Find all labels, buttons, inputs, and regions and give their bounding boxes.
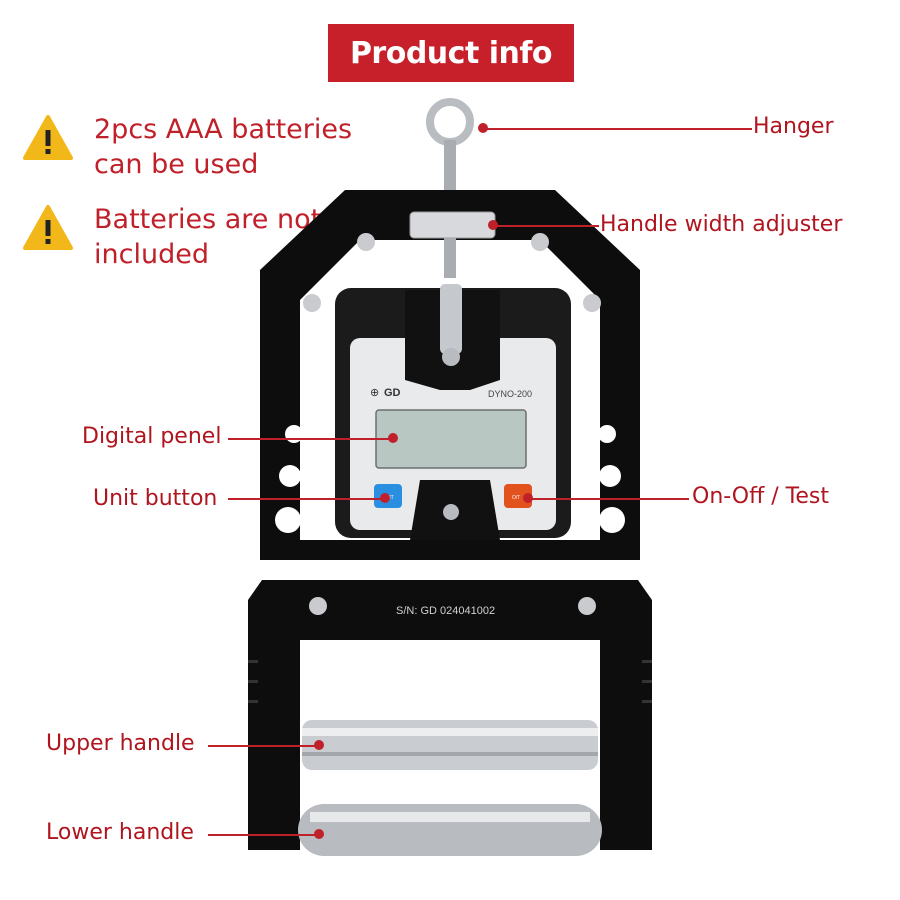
warning-icon bbox=[23, 205, 73, 250]
upper-handle bbox=[302, 720, 598, 770]
serial-number: S/N: GD 024041002 bbox=[396, 605, 495, 617]
warning-text: Batteries are not included bbox=[94, 202, 374, 272]
digital-unit bbox=[335, 284, 571, 540]
label-handle-width-adjuster: Handle width adjuster bbox=[600, 212, 843, 237]
callout-dot bbox=[388, 433, 398, 443]
hanger bbox=[426, 98, 474, 196]
lower-handle bbox=[298, 804, 602, 856]
handle-width-adjuster bbox=[409, 211, 496, 278]
label-lower-handle: Lower handle bbox=[46, 820, 194, 845]
warning-line: can be used bbox=[94, 149, 259, 180]
label-on-off-test: On-Off / Test bbox=[692, 484, 830, 509]
callout-line bbox=[228, 498, 382, 500]
model-text: DYNO-200 bbox=[488, 389, 532, 399]
callout-dot bbox=[478, 123, 488, 133]
warning-text: 2pcs AAA batteries can be used bbox=[94, 112, 374, 182]
brand-logo: ⊕ bbox=[370, 387, 379, 399]
warning-line: included bbox=[94, 239, 209, 270]
warning-batteries-usable: 2pcs AAA batteries can be used bbox=[22, 112, 352, 180]
callout-line bbox=[531, 498, 689, 500]
label-unit-button: Unit button bbox=[93, 486, 218, 511]
callout-dot bbox=[314, 740, 324, 750]
warning-line: Batteries are not bbox=[94, 204, 322, 235]
callout-dot bbox=[314, 829, 324, 839]
frame bbox=[248, 190, 652, 850]
callout-dot bbox=[380, 493, 390, 503]
warning-icon bbox=[23, 115, 73, 160]
callout-line bbox=[228, 438, 393, 440]
warning-batteries-not-included: Batteries are not included bbox=[22, 202, 321, 270]
label-digital-panel: Digital penel bbox=[82, 424, 222, 449]
callout-dot bbox=[523, 493, 533, 503]
lcd-screen bbox=[375, 409, 527, 469]
brand-text: GD bbox=[384, 387, 401, 399]
callout-dot bbox=[488, 220, 498, 230]
callout-line bbox=[486, 128, 752, 130]
product-info-title: Product info bbox=[328, 24, 574, 82]
warning-line: 2pcs AAA batteries bbox=[94, 114, 353, 145]
callout-line bbox=[496, 225, 599, 227]
label-upper-handle: Upper handle bbox=[46, 731, 195, 756]
callout-line bbox=[208, 834, 316, 836]
test-button-label: O/T bbox=[512, 495, 520, 501]
callout-line bbox=[208, 745, 316, 747]
label-hanger: Hanger bbox=[753, 114, 834, 139]
